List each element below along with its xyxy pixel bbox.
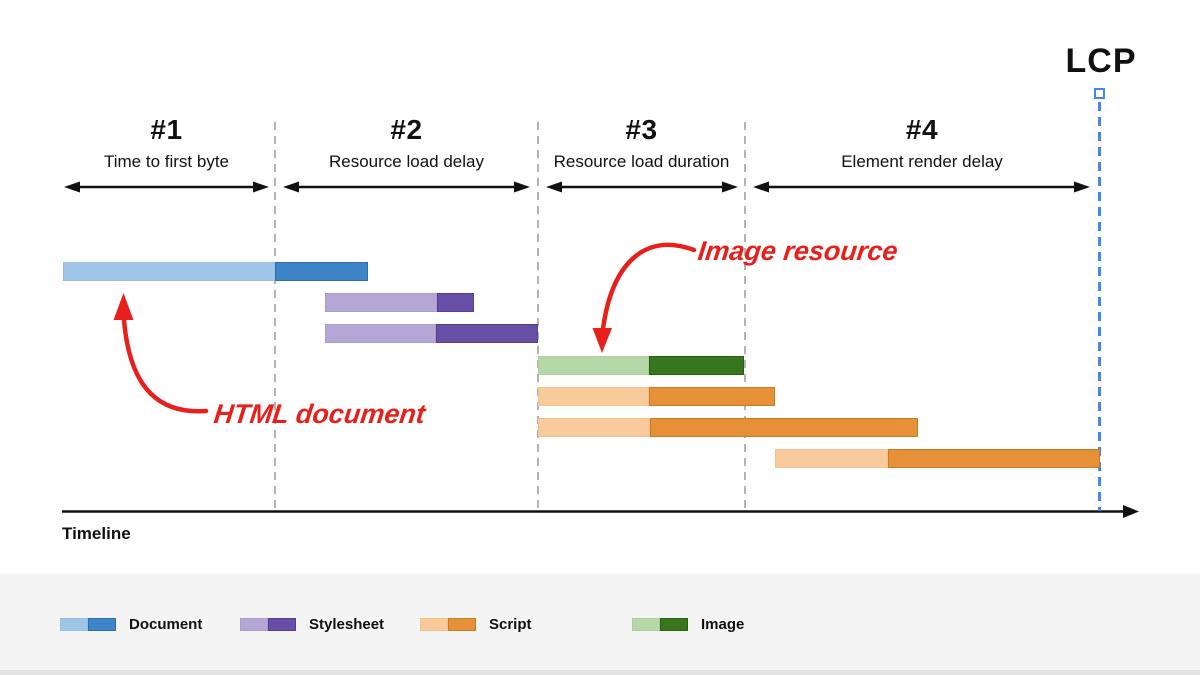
- bar-script-5-dark: [649, 387, 775, 406]
- document-light-swatch: [60, 617, 88, 631]
- phase-3-arrow: [546, 181, 738, 193]
- bar-script-6-dark: [650, 418, 918, 437]
- phase-2-label: Resource load delay: [329, 152, 484, 171]
- stylesheet-color-swatch: [240, 617, 296, 631]
- lcp-marker-square: [1094, 88, 1105, 99]
- bar-stylesheet-2-dark: [437, 293, 474, 312]
- legend-item-document: Document: [60, 611, 202, 637]
- image-light-swatch: [632, 617, 660, 631]
- bar-stylesheet-3-dark: [436, 324, 538, 343]
- bar-script-7-dark: [888, 449, 1100, 468]
- legend-band: [0, 574, 1200, 675]
- lcp-label: LCP: [1065, 42, 1137, 80]
- phase-1-number: #1: [150, 114, 183, 145]
- legend-label-stylesheet: Stylesheet: [309, 615, 385, 633]
- phase-3-label: Resource load duration: [553, 152, 730, 171]
- phase-divider-1: [274, 122, 276, 511]
- bar-stylesheet-2-light: [325, 293, 437, 312]
- bar-script-5-light: [538, 387, 649, 406]
- phase-2-arrow: [283, 181, 530, 193]
- bar-image-4-dark: [649, 356, 744, 375]
- phase-3-number: #3: [625, 114, 658, 145]
- phase-divider-3: [744, 122, 746, 511]
- phase-4-label: Element render delay: [841, 152, 1003, 171]
- lcp-dashed-line: [1098, 102, 1101, 511]
- phase-1-arrow: [64, 181, 269, 193]
- phase-2-header: #2 Resource load delay: [277, 114, 536, 172]
- phase-4-number: #4: [905, 114, 939, 145]
- legend-item-image: Image: [632, 611, 744, 637]
- legend-item-stylesheet: Stylesheet: [240, 611, 384, 637]
- script-dark-swatch: [448, 617, 476, 631]
- bar-script-6-light: [538, 418, 650, 437]
- legend-label-image: Image: [701, 615, 745, 633]
- legend-label-script: Script: [489, 615, 532, 633]
- legend-label-document: Document: [129, 615, 203, 633]
- image-dark-swatch: [660, 617, 688, 631]
- phase-1-header: #1 Time to first byte: [62, 114, 271, 172]
- timeline-axis: [62, 505, 1139, 518]
- legend-item-script: Script: [420, 611, 532, 637]
- document-color-swatch: [60, 617, 116, 631]
- phase-2-number: #2: [390, 114, 423, 145]
- bar-image-4-light: [538, 356, 649, 375]
- stylesheet-dark-swatch: [268, 617, 296, 631]
- html-document-arrow: [113, 293, 209, 414]
- bar-document-1-dark: [275, 262, 368, 281]
- image-resource-arrow: [592, 242, 697, 353]
- bar-stylesheet-3-light: [325, 324, 436, 343]
- phase-divider-2: [537, 122, 539, 511]
- script-light-swatch: [420, 617, 448, 631]
- bar-document-1-light: [63, 262, 275, 281]
- timeline-axis-label: Timeline: [62, 524, 131, 543]
- phase-4-arrow: [753, 181, 1090, 193]
- phase-3-header: #3 Resource load duration: [540, 114, 743, 172]
- stylesheet-light-swatch: [240, 617, 268, 631]
- document-dark-swatch: [88, 617, 116, 631]
- script-color-swatch: [420, 617, 476, 631]
- bar-script-7-light: [775, 449, 888, 468]
- html-document-annotation: HTML document: [212, 399, 427, 429]
- phase-1-label: Time to first byte: [103, 152, 229, 171]
- phase-4-header: #4 Element render delay: [747, 114, 1097, 172]
- image-color-swatch: [632, 617, 688, 631]
- image-resource-annotation: Image resource: [696, 236, 900, 266]
